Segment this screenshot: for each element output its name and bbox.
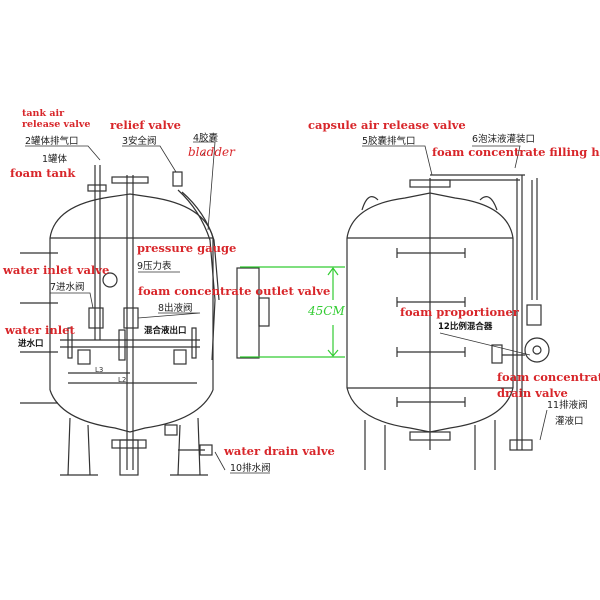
pressure-gauge-label: pressure gauge <box>137 241 237 255</box>
dimension-marker <box>240 266 345 358</box>
label-line: 11排液阀 <box>547 400 588 411</box>
label-line: release valve <box>22 119 91 130</box>
foam-proportioner-cn: 12比例混合器 <box>438 322 493 332</box>
label-line: 灌液口 <box>555 416 584 427</box>
water-inlet-valve-label: water inlet valve <box>3 263 110 277</box>
foam-proportioner-label: foam proportioner <box>400 305 519 319</box>
left-tank-pipes <box>20 165 270 470</box>
water-inlet-label: water inlet <box>5 323 75 337</box>
mixture-outlet-cn: 混合液出口 <box>144 326 187 336</box>
leader-lines <box>25 141 548 474</box>
drain-valve-label: foam concentrate drain valve <box>497 369 600 401</box>
foam-concentrate-outlet-valve-cn: 8出液阀 <box>158 303 193 314</box>
water-inlet-valve-cn: 7进水阀 <box>50 282 85 293</box>
filling-hole-cn: 6泡沫液灌装口 <box>472 134 536 145</box>
dimension-l3: L3 <box>95 366 104 374</box>
water-drain-valve-cn: 10排水阀 <box>230 463 271 474</box>
water-inlet-cn: 进水口 <box>18 339 44 349</box>
dimension-l2: L2 <box>118 376 127 384</box>
label-line: foam concentrate <box>497 370 600 384</box>
capsule-air-release-valve-cn: 5胶囊排气口 <box>362 136 416 147</box>
bladder-cn: 4胶囊 <box>193 133 219 144</box>
pressure-gauge-cn: 9压力表 <box>137 261 172 272</box>
foam-concentrate-outlet-valve-label: foam concentrate outlet valve <box>138 284 331 298</box>
filling-hole-label: foam concentrate filling hole <box>432 145 600 159</box>
water-drain-valve-label: water drain valve <box>224 444 335 458</box>
tank-air-release-valve-cn: 2罐体排气口 <box>25 136 79 147</box>
dimension-label: 45CM <box>308 304 345 318</box>
label-line: tank air <box>22 108 65 119</box>
relief-valve-cn: 3安全阀 <box>122 136 157 147</box>
drain-valve-cn: 11排液阀灌液口 <box>547 398 588 430</box>
right-tank-body <box>346 174 550 470</box>
relief-valve-label: relief valve <box>110 118 181 132</box>
left-tank-body <box>49 193 214 476</box>
foam-tank-label: foam tank <box>10 166 76 180</box>
bladder-label: bladder <box>188 145 235 159</box>
foam-tank-cn: 1罐体 <box>42 154 68 165</box>
capsule-air-release-valve-label: capsule air release valve <box>308 118 466 132</box>
label-line: drain valve <box>497 386 568 400</box>
right-tank-rungs <box>396 248 466 407</box>
